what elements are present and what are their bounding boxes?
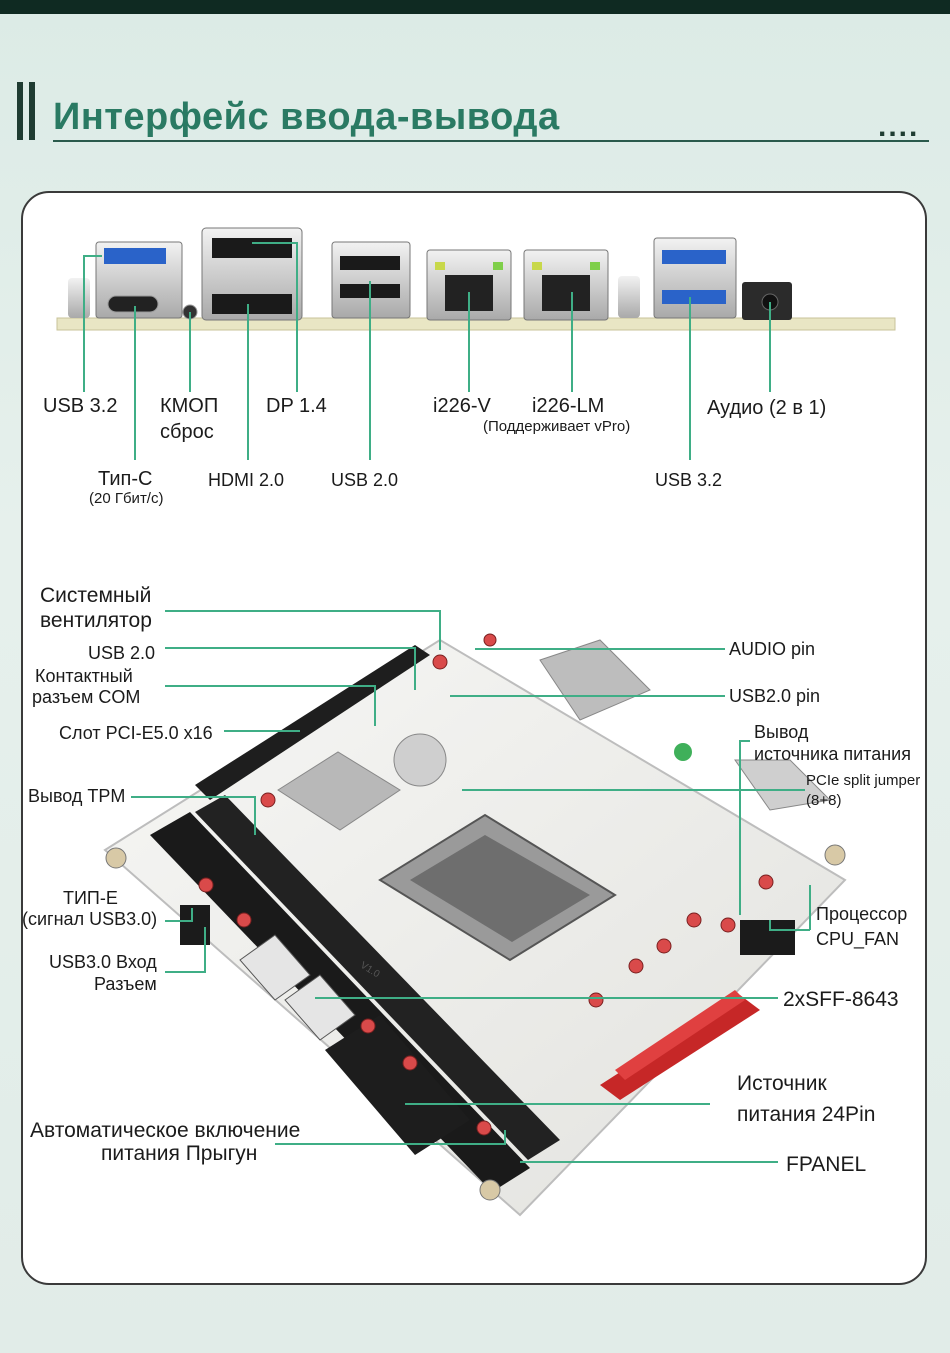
usb32-left-label: USB 3.2 bbox=[43, 395, 118, 417]
com-label: Контактный bbox=[35, 666, 133, 686]
sff8643-label: 2xSFF-8643 bbox=[783, 988, 899, 1011]
title-dots: .... bbox=[878, 110, 920, 143]
type-e-label: ТИП-Е bbox=[63, 888, 118, 908]
typec-speed-label: (20 Гбит/с) bbox=[89, 490, 164, 507]
usb32-right-label: USB 3.2 bbox=[655, 470, 723, 490]
type-e-label-2: (сигнал USB3.0) bbox=[22, 909, 158, 929]
sys-fan-label: Системный bbox=[40, 584, 152, 607]
cmos-label: КМОП bbox=[160, 395, 219, 417]
usb20-header-label: USB 2.0 bbox=[88, 643, 156, 663]
cpu-fan-label: Процессор bbox=[816, 904, 908, 924]
cmos-reset-label: сброс bbox=[160, 421, 214, 443]
typec-label: Тип-С bbox=[98, 468, 153, 490]
atx-label: Источник bbox=[737, 1072, 827, 1095]
auto-power-label-2: питания Прыгун bbox=[101, 1142, 258, 1165]
io-panel bbox=[56, 227, 896, 331]
top-bar bbox=[0, 0, 950, 14]
tpm-label: Вывод TPM bbox=[28, 786, 126, 806]
i226v-label: i226-V bbox=[433, 395, 491, 417]
pcie-slot-label: Слот PCI-E5.0 x16 bbox=[59, 723, 213, 743]
pcie-split-label-2: (8+8) bbox=[806, 792, 842, 809]
title-marker bbox=[17, 82, 39, 140]
vpro-label: (Поддерживает vPro) bbox=[483, 418, 631, 435]
i226lm-label: i226-LM bbox=[532, 395, 605, 417]
com-label-2: разъем COM bbox=[32, 687, 141, 707]
fpanel-label: FPANEL bbox=[786, 1153, 867, 1176]
leader-lines bbox=[83, 242, 811, 1163]
atx-label-2: питания 24Pin bbox=[737, 1103, 876, 1126]
usb30-in-label-2: Разъем bbox=[94, 974, 157, 994]
pcie-split-label: PCIe split jumper bbox=[806, 772, 921, 789]
usb20-io-label: USB 2.0 bbox=[331, 470, 399, 490]
hdmi-label: HDMI 2.0 bbox=[208, 470, 285, 490]
title-underline bbox=[53, 140, 929, 142]
usb30-in-label: USB3.0 Вход bbox=[49, 952, 157, 972]
psu-out-label-2: источника питания bbox=[754, 744, 911, 764]
auto-power-label: Автоматическое включение bbox=[30, 1119, 301, 1142]
page-title: Интерфейс ввода-вывода bbox=[53, 96, 560, 138]
audio-pin-label: AUDIO pin bbox=[729, 639, 816, 659]
sys-fan-label-2: вентилятор bbox=[40, 609, 152, 632]
audio-label: Аудио (2 в 1) bbox=[707, 397, 827, 419]
cpu-fan-label-2: CPU_FAN bbox=[816, 929, 900, 949]
dp-label: DP 1.4 bbox=[266, 395, 327, 417]
psu-out-label: Вывод bbox=[754, 722, 809, 742]
usb20-pin-label: USB2.0 pin bbox=[729, 686, 821, 706]
